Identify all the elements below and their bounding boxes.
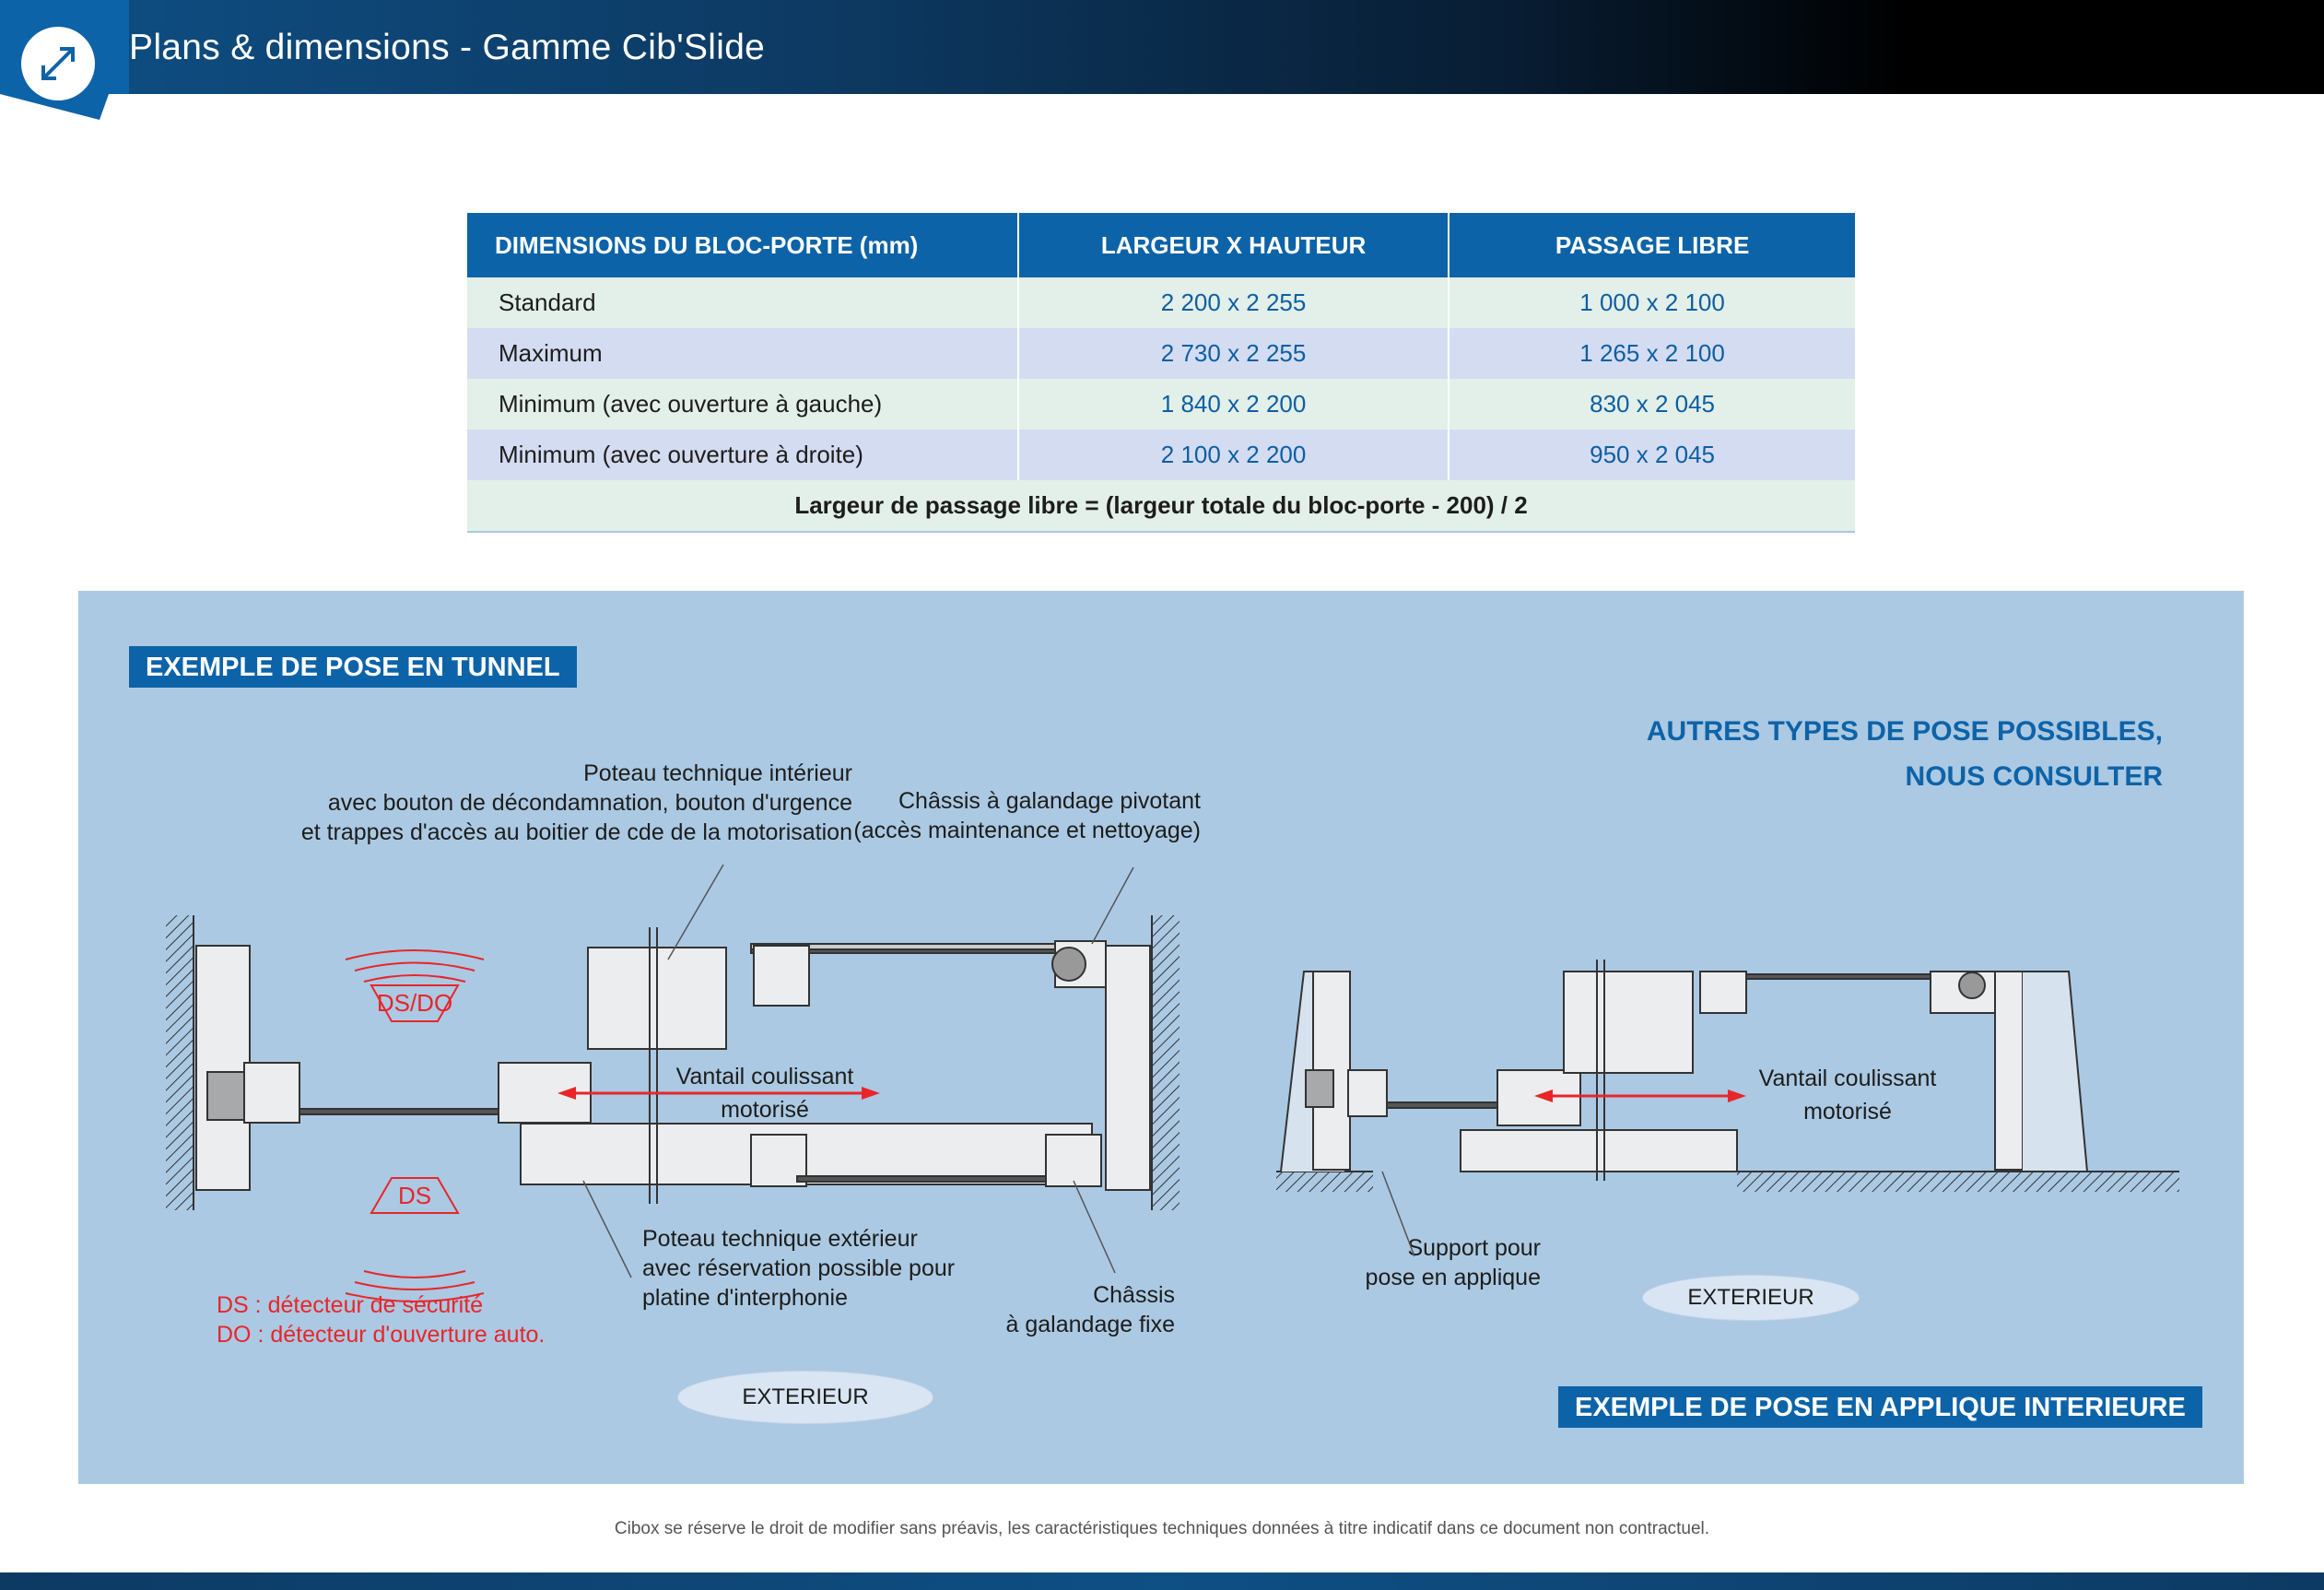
table-header-row: DIMENSIONS DU BLOC-PORTE (mm) LARGEUR X … (467, 213, 1855, 277)
applique-plan-diagram (1276, 960, 2179, 1257)
tunnel-plan-diagram: DS/DO DS (166, 864, 1180, 1302)
tunnel-title: EXEMPLE DE POSE EN TUNNEL (129, 646, 577, 688)
row-size: 1 840 x 2 200 (1018, 379, 1450, 430)
poteau-interieur-label: Poteau technique intérieur avec bouton d… (207, 759, 852, 847)
label-line: Poteau technique extérieur (642, 1226, 918, 1252)
row-passage: 1 265 x 2 100 (1579, 339, 1725, 367)
chassis-fixe-label: Châssis à galandage fixe (1000, 1280, 1175, 1339)
resize-arrows-icon (21, 27, 95, 100)
table-footer-row: Largeur de passage libre = (largeur tota… (467, 480, 1855, 533)
row-passage: 1 000 x 2 100 (1579, 289, 1725, 316)
passage-formula: Largeur de passage libre = (largeur tota… (467, 480, 1855, 533)
row-size: 2 730 x 2 255 (1018, 328, 1450, 379)
label-line: avec bouton de décondamnation, bouton d'… (327, 790, 852, 816)
label-line: motorisé (1803, 1099, 1892, 1125)
footer-bar (0, 1572, 2324, 1590)
table-row: Maximum 2 730 x 2 255 1 265 x 2 100 (467, 328, 1855, 379)
table-row: Minimum (avec ouverture à gauche) 1 840 … (467, 379, 1855, 430)
ds-marker: DS (398, 1182, 431, 1209)
label-line: pose en applique (1365, 1265, 1541, 1290)
column-header: DIMENSIONS DU BLOC-PORTE (mm) (467, 213, 1020, 277)
column-header: LARGEUR X HAUTEUR (1018, 213, 1450, 277)
disclaimer-note: Cibox se réserve le droit de modifier sa… (614, 1519, 1710, 1538)
poteau-exterieur-label: Poteau technique extérieur avec réservat… (642, 1224, 955, 1313)
installation-panel: EXEMPLE DE POSE EN TUNNEL AUTRES TYPES D… (78, 591, 2244, 1484)
autres-types-text: AUTRES TYPES DE POSE POSSIBLES, NOUS CON… (1647, 709, 2163, 799)
row-label: Minimum (avec ouverture à gauche) (467, 379, 1020, 430)
label-line: platine d'interphonie (642, 1285, 848, 1311)
label-line: et trappes d'accès au boitier de cde de … (300, 819, 852, 845)
exterieur-applique-label: EXTERIEUR (1642, 1275, 1860, 1321)
row-passage: 830 x 2 045 (1590, 390, 1716, 418)
row-size: 2 100 x 2 200 (1018, 430, 1450, 480)
row-size: 2 200 x 2 255 (1018, 277, 1450, 328)
table-row: Standard 2 200 x 2 255 1 000 x 2 100 (467, 277, 1855, 328)
legend-line: DS : détecteur de sécurité (217, 1292, 484, 1318)
label-line: Poteau technique intérieur (583, 760, 852, 786)
row-label: Standard (467, 277, 1020, 328)
label-line: avec réservation possible pour (642, 1255, 956, 1281)
label-line: à galandage fixe (1005, 1312, 1175, 1337)
header-bar (0, 0, 2324, 94)
row-passage: 950 x 2 045 (1590, 441, 1716, 468)
page-title: Plans & dimensions - Gamme Cib'Slide (129, 28, 766, 67)
column-header: PASSAGE LIBRE (1449, 213, 1855, 277)
support-label: Support pour pose en applique (1276, 1233, 1541, 1292)
chassis-pivotant-label: Châssis à galandage pivotant (accès main… (816, 786, 1201, 845)
exterieur-tunnel-label: EXTERIEUR (677, 1371, 933, 1424)
applique-title: EXEMPLE DE POSE EN APPLIQUE INTERIEURE (1558, 1386, 2202, 1428)
ds-do-marker: DS/DO (377, 989, 452, 1017)
detector-legend: DS : détecteur de sécurité DO : détecteu… (217, 1290, 545, 1349)
row-label: Minimum (avec ouverture à droite) (467, 430, 1020, 480)
vantail-label: Vantail coulissant motorisé (627, 1060, 903, 1126)
legend-line: DO : détecteur d'ouverture auto. (217, 1322, 546, 1348)
row-label: Maximum (467, 328, 1020, 379)
label-line: motorisé (721, 1097, 809, 1123)
label-line: Châssis à galandage pivotant (898, 788, 1201, 814)
vantail-applique-label: Vantail coulissant motorisé (1709, 1062, 1986, 1128)
dimensions-table: DIMENSIONS DU BLOC-PORTE (mm) LARGEUR X … (467, 213, 1855, 533)
label-line: (accès maintenance et nettoyage) (853, 818, 1201, 843)
label-line: Vantail coulissant (675, 1064, 854, 1089)
autres-line: NOUS CONSULTER (1905, 761, 2163, 792)
label-line: Vantail coulissant (1758, 1066, 1937, 1091)
label-line: Châssis (1093, 1282, 1175, 1308)
table-row: Minimum (avec ouverture à droite) 2 100 … (467, 430, 1855, 480)
autres-line: AUTRES TYPES DE POSE POSSIBLES, (1646, 716, 2163, 747)
label-line: Support pour (1407, 1235, 1541, 1261)
